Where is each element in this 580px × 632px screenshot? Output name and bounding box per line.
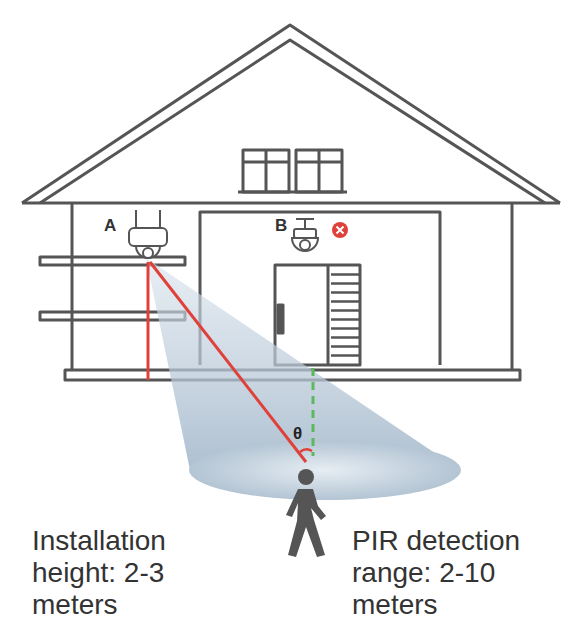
camera-letter: B bbox=[275, 216, 287, 236]
range-note: PIR detection range: 2-10 meters bbox=[352, 525, 557, 622]
height-note: Installation height: 2-3 meters bbox=[32, 525, 202, 622]
camera-letter: A bbox=[104, 216, 116, 236]
angle-symbol: θ bbox=[293, 424, 302, 444]
